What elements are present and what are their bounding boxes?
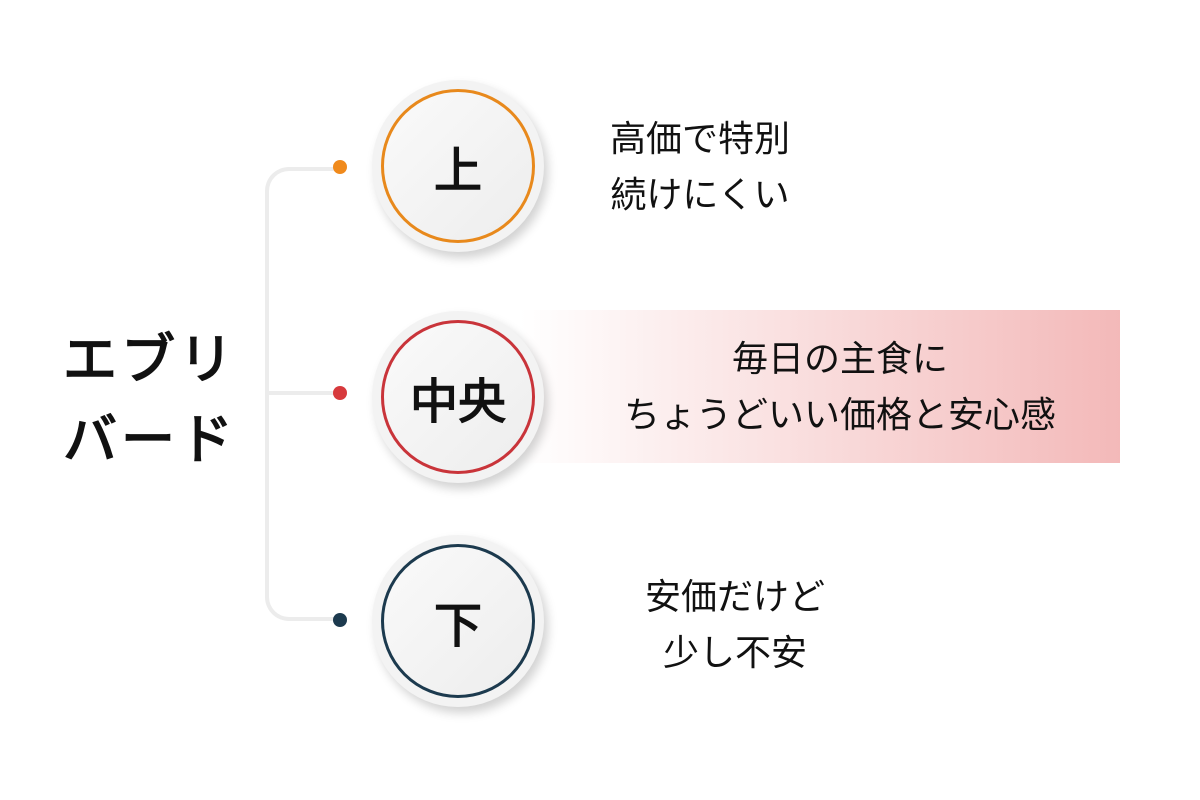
desc-line: 毎日の主食に xyxy=(731,339,948,380)
desc-line: 安価だけど xyxy=(644,577,825,618)
brand-title: エブリ バード xyxy=(40,320,260,480)
level-top-circle: 上 xyxy=(372,80,544,252)
level-top-description: 高価で特別 続けにくい xyxy=(560,112,840,224)
desc-line: 少し不安 xyxy=(662,633,807,674)
dot-middle xyxy=(333,386,347,400)
connector-branch xyxy=(268,391,340,395)
connector-line xyxy=(265,167,345,621)
level-middle-description: 毎日の主食に ちょうどいい価格と安心感 xyxy=(560,332,1120,444)
desc-line: ちょうどいい価格と安心感 xyxy=(623,395,1056,436)
desc-line: 高価で特別 xyxy=(609,119,790,160)
level-label: 中央 xyxy=(381,320,535,474)
level-label: 上 xyxy=(381,89,535,243)
level-bottom-description: 安価だけど 少し不安 xyxy=(590,570,880,682)
level-label: 下 xyxy=(381,544,535,698)
level-bottom-circle: 下 xyxy=(372,535,544,707)
dot-bottom xyxy=(333,613,347,627)
level-middle-circle: 中央 xyxy=(372,311,544,483)
highlight-band xyxy=(520,310,1120,463)
desc-line: 続けにくい xyxy=(610,175,790,216)
dot-top xyxy=(333,160,347,174)
title-line: バード xyxy=(63,408,237,471)
title-line: エブリ xyxy=(63,328,237,391)
